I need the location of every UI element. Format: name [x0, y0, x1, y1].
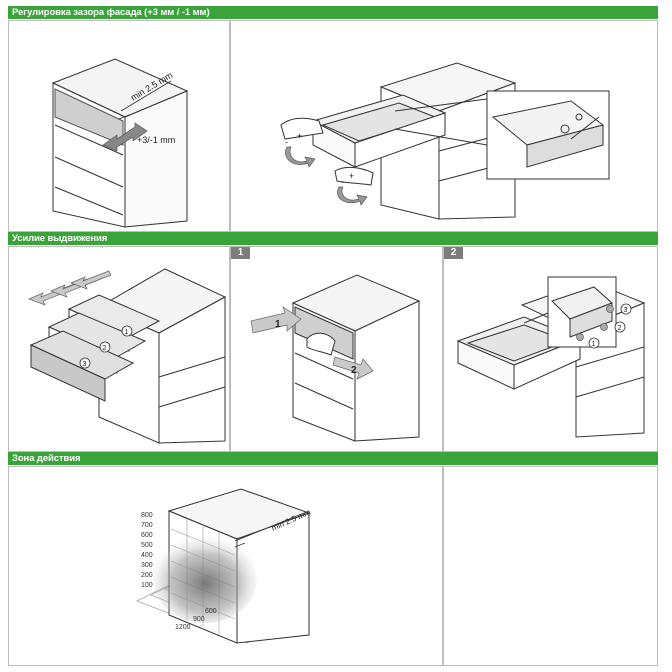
- width-tick: 600: [205, 608, 217, 615]
- callout-circle-1: [121, 325, 133, 337]
- drawer-mechanism-illustration: + - + -: [280, 62, 610, 220]
- adjust-screw-icon: [576, 333, 584, 341]
- panel-facade-gap-cabinet: min 2.5 mm +3/-1 mm: [8, 20, 230, 232]
- callout-number-3: 3: [624, 307, 628, 314]
- adjust-range-label: +3/-1 mm: [137, 135, 175, 145]
- rotate-arrow-right-icon: [337, 186, 368, 206]
- callout-number-2: 2: [618, 325, 622, 332]
- height-tick: 300: [141, 562, 153, 569]
- arrow-number-2: 2: [351, 365, 357, 376]
- callout-circle-2: [614, 321, 626, 333]
- callout-number-2: 2: [103, 345, 107, 352]
- width-tick: 900: [193, 616, 205, 623]
- callout-circle-3: [79, 357, 91, 369]
- pull-arrow-icon: [70, 270, 112, 290]
- callout-circle-1: [588, 337, 600, 349]
- force-adjust-illustration: 3 2 1: [456, 276, 646, 438]
- rotate-arrow-left-icon: [285, 146, 316, 168]
- action-zone-shading: [153, 535, 257, 623]
- height-tick: 100: [141, 582, 153, 589]
- callout-number-1: 1: [125, 329, 129, 336]
- panel-action-zone: 800 700 600 500 400 300 200 100: [8, 466, 443, 666]
- adjust-screw-icon: [600, 323, 608, 331]
- push-to-open-illustration: 1 2: [250, 274, 421, 442]
- push-arrow-icon: [250, 306, 302, 334]
- height-tick: 600: [141, 532, 153, 539]
- step-badge-2: 2: [444, 247, 463, 259]
- adjust-arrow-icon: [102, 122, 148, 152]
- drawers-cabinet-illustration: 1 2 3: [28, 268, 227, 444]
- panel-facade-gap-mechanism: + - + -: [230, 20, 658, 232]
- panel-empty: [443, 466, 658, 666]
- adjust-screw-icon: [606, 305, 614, 313]
- section-header-action-zone: Зона действия: [8, 452, 658, 465]
- height-tick: 500: [141, 542, 153, 549]
- height-scale: 800 700 600 500 400 300 200 100: [141, 512, 153, 589]
- callout-circle-3: [620, 303, 632, 315]
- height-tick: 800: [141, 512, 153, 519]
- action-zone-illustration: 800 700 600 500 400 300 200 100: [136, 488, 312, 644]
- section-header-facade-gap: Регулировка зазора фасада (+3 мм / -1 мм…: [8, 6, 658, 19]
- minus-sign-left: -: [285, 137, 288, 147]
- instruction-sheet: Регулировка зазора фасада (+3 мм / -1 мм…: [8, 6, 658, 666]
- minus-sign-right: -: [341, 177, 344, 187]
- callout-number-1: 1: [592, 341, 596, 348]
- height-tick: 200: [141, 572, 153, 579]
- callout-circle-2: [99, 341, 111, 353]
- plus-sign-right: +: [349, 171, 354, 181]
- panel-step-1: 1 1 2: [230, 246, 443, 452]
- callout-number-3: 3: [83, 361, 87, 368]
- step-badge-1: 1: [231, 247, 250, 259]
- width-tick: 1200: [175, 624, 191, 631]
- height-tick: 400: [141, 552, 153, 559]
- plus-sign-left: +: [297, 131, 302, 141]
- arrow-number-1: 1: [275, 319, 281, 330]
- cabinet-gap-illustration: min 2.5 mm +3/-1 mm: [51, 58, 189, 228]
- pull-arrow-icon: [332, 356, 374, 380]
- panel-step-2: 2: [443, 246, 658, 452]
- section-header-extension-force: Усилие выдвижения: [8, 232, 658, 245]
- height-tick: 700: [141, 522, 153, 529]
- panel-extension-drawers: 1 2 3: [8, 246, 230, 452]
